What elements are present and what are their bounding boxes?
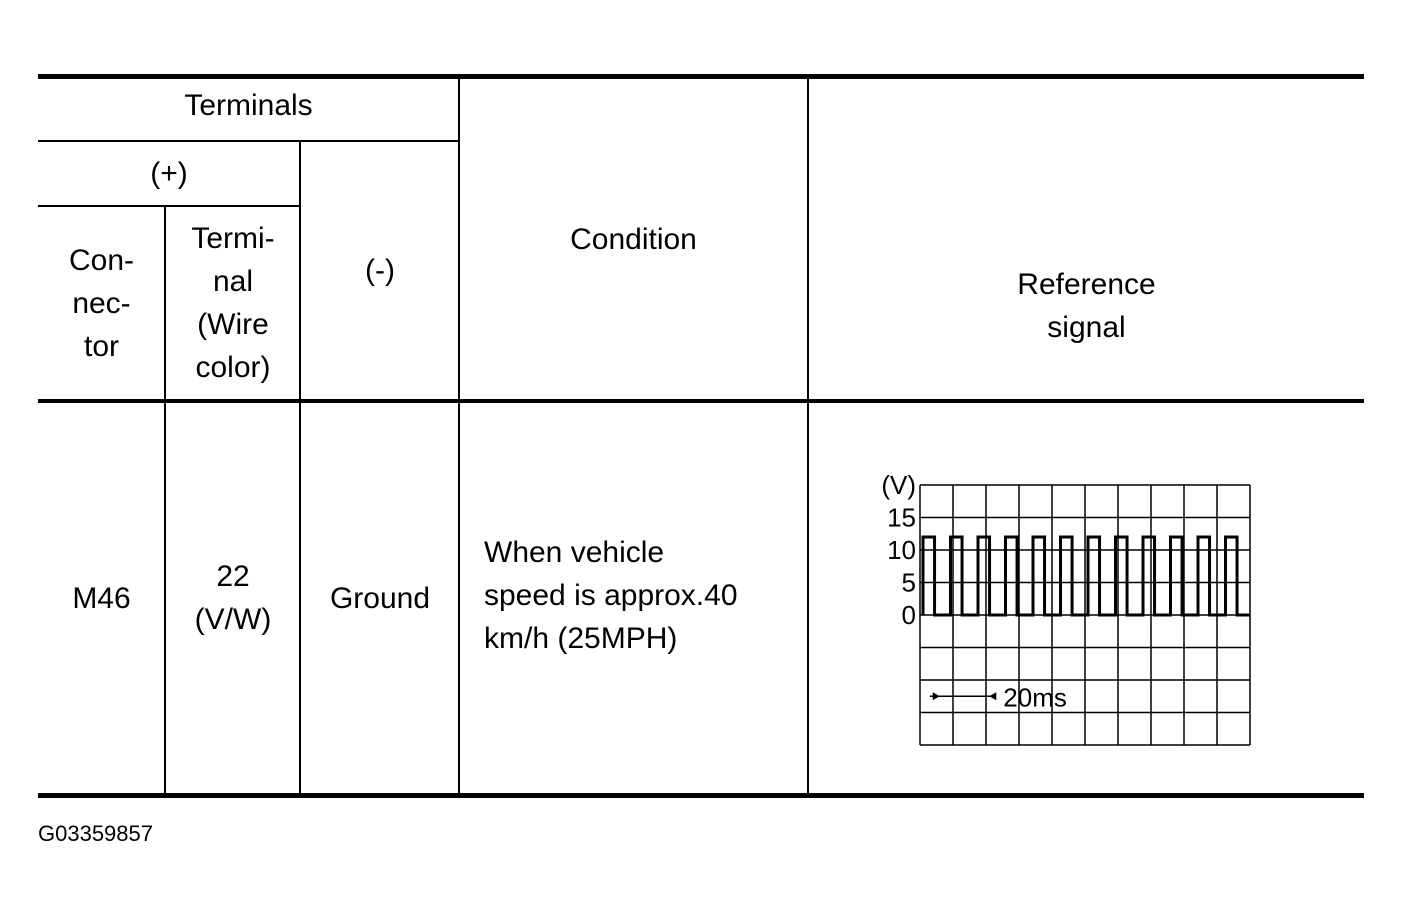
scope-waveform (921, 535, 1250, 617)
figure-id: G03359857 (38, 821, 153, 846)
header-plus: (+) (150, 157, 188, 190)
y-axis-unit-label: (V) (881, 470, 916, 500)
header-terminal-line-2: nal (212, 265, 254, 298)
row-connector: M46 (38, 403, 165, 793)
header-terminals: Terminals (184, 89, 313, 122)
time-annotation-label: 20ms (1003, 682, 1067, 712)
plus-divider (38, 205, 300, 207)
time-arrow-head-left (932, 692, 940, 701)
time-arrow-head-right (989, 692, 997, 701)
square-wave-trace (921, 535, 1250, 617)
y-tick-label: 0 (902, 600, 916, 630)
col-divider-condition-reference (807, 77, 809, 795)
row-condition-line-2: speed is approx.40 (484, 579, 738, 612)
y-tick-label: 5 (902, 568, 916, 598)
header-terminal-line-4: color) (195, 351, 271, 384)
row-minus: Ground (301, 403, 459, 793)
header-connector-line-2: nec- (72, 286, 131, 320)
terminals-divider (38, 140, 459, 142)
y-tick-label: 10 (887, 535, 916, 565)
header-reference-line-2: signal (1047, 311, 1126, 344)
header-condition-label: Condition (570, 222, 697, 256)
header-connector-line-1: Con- (68, 243, 135, 277)
col-divider-terminals-condition (458, 77, 460, 795)
header-reference-line-1: Reference (1017, 268, 1156, 301)
header-terminal-wire-color: Termi- nal (Wire color) (166, 207, 300, 399)
scope-time-annotation: 20ms (929, 682, 1067, 712)
row-terminal-wire-color: (V/W) (194, 603, 272, 636)
col-divider-plus-minus (299, 140, 301, 795)
header-condition: Condition (460, 79, 807, 399)
header-reference-signal: Reference signal (809, 79, 1364, 349)
col-divider-connector (164, 205, 166, 795)
row-terminal-number: 22 (216, 560, 250, 593)
header-terminal-line-3: (Wire (197, 308, 269, 341)
row-connector-value: M46 (72, 581, 131, 615)
header-connector: Con- nec- tor (38, 207, 165, 399)
y-tick-label: 15 (887, 503, 916, 533)
row-terminal: 22 (V/W) (166, 403, 300, 793)
row-condition-line-3: km/h (25MPH) (484, 622, 678, 655)
header-minus-label: (-) (365, 254, 395, 287)
row-condition-line-1: When vehicle (484, 536, 665, 569)
header-minus: (-) (301, 142, 459, 399)
table-bottom-rule (38, 793, 1364, 798)
header-bottom-rule (38, 399, 1364, 403)
header-connector-line-3: tor (83, 329, 119, 363)
header-terminal-line-1: Termi- (191, 222, 275, 255)
row-minus-value: Ground (329, 581, 431, 615)
table-top-rule (38, 74, 1364, 79)
